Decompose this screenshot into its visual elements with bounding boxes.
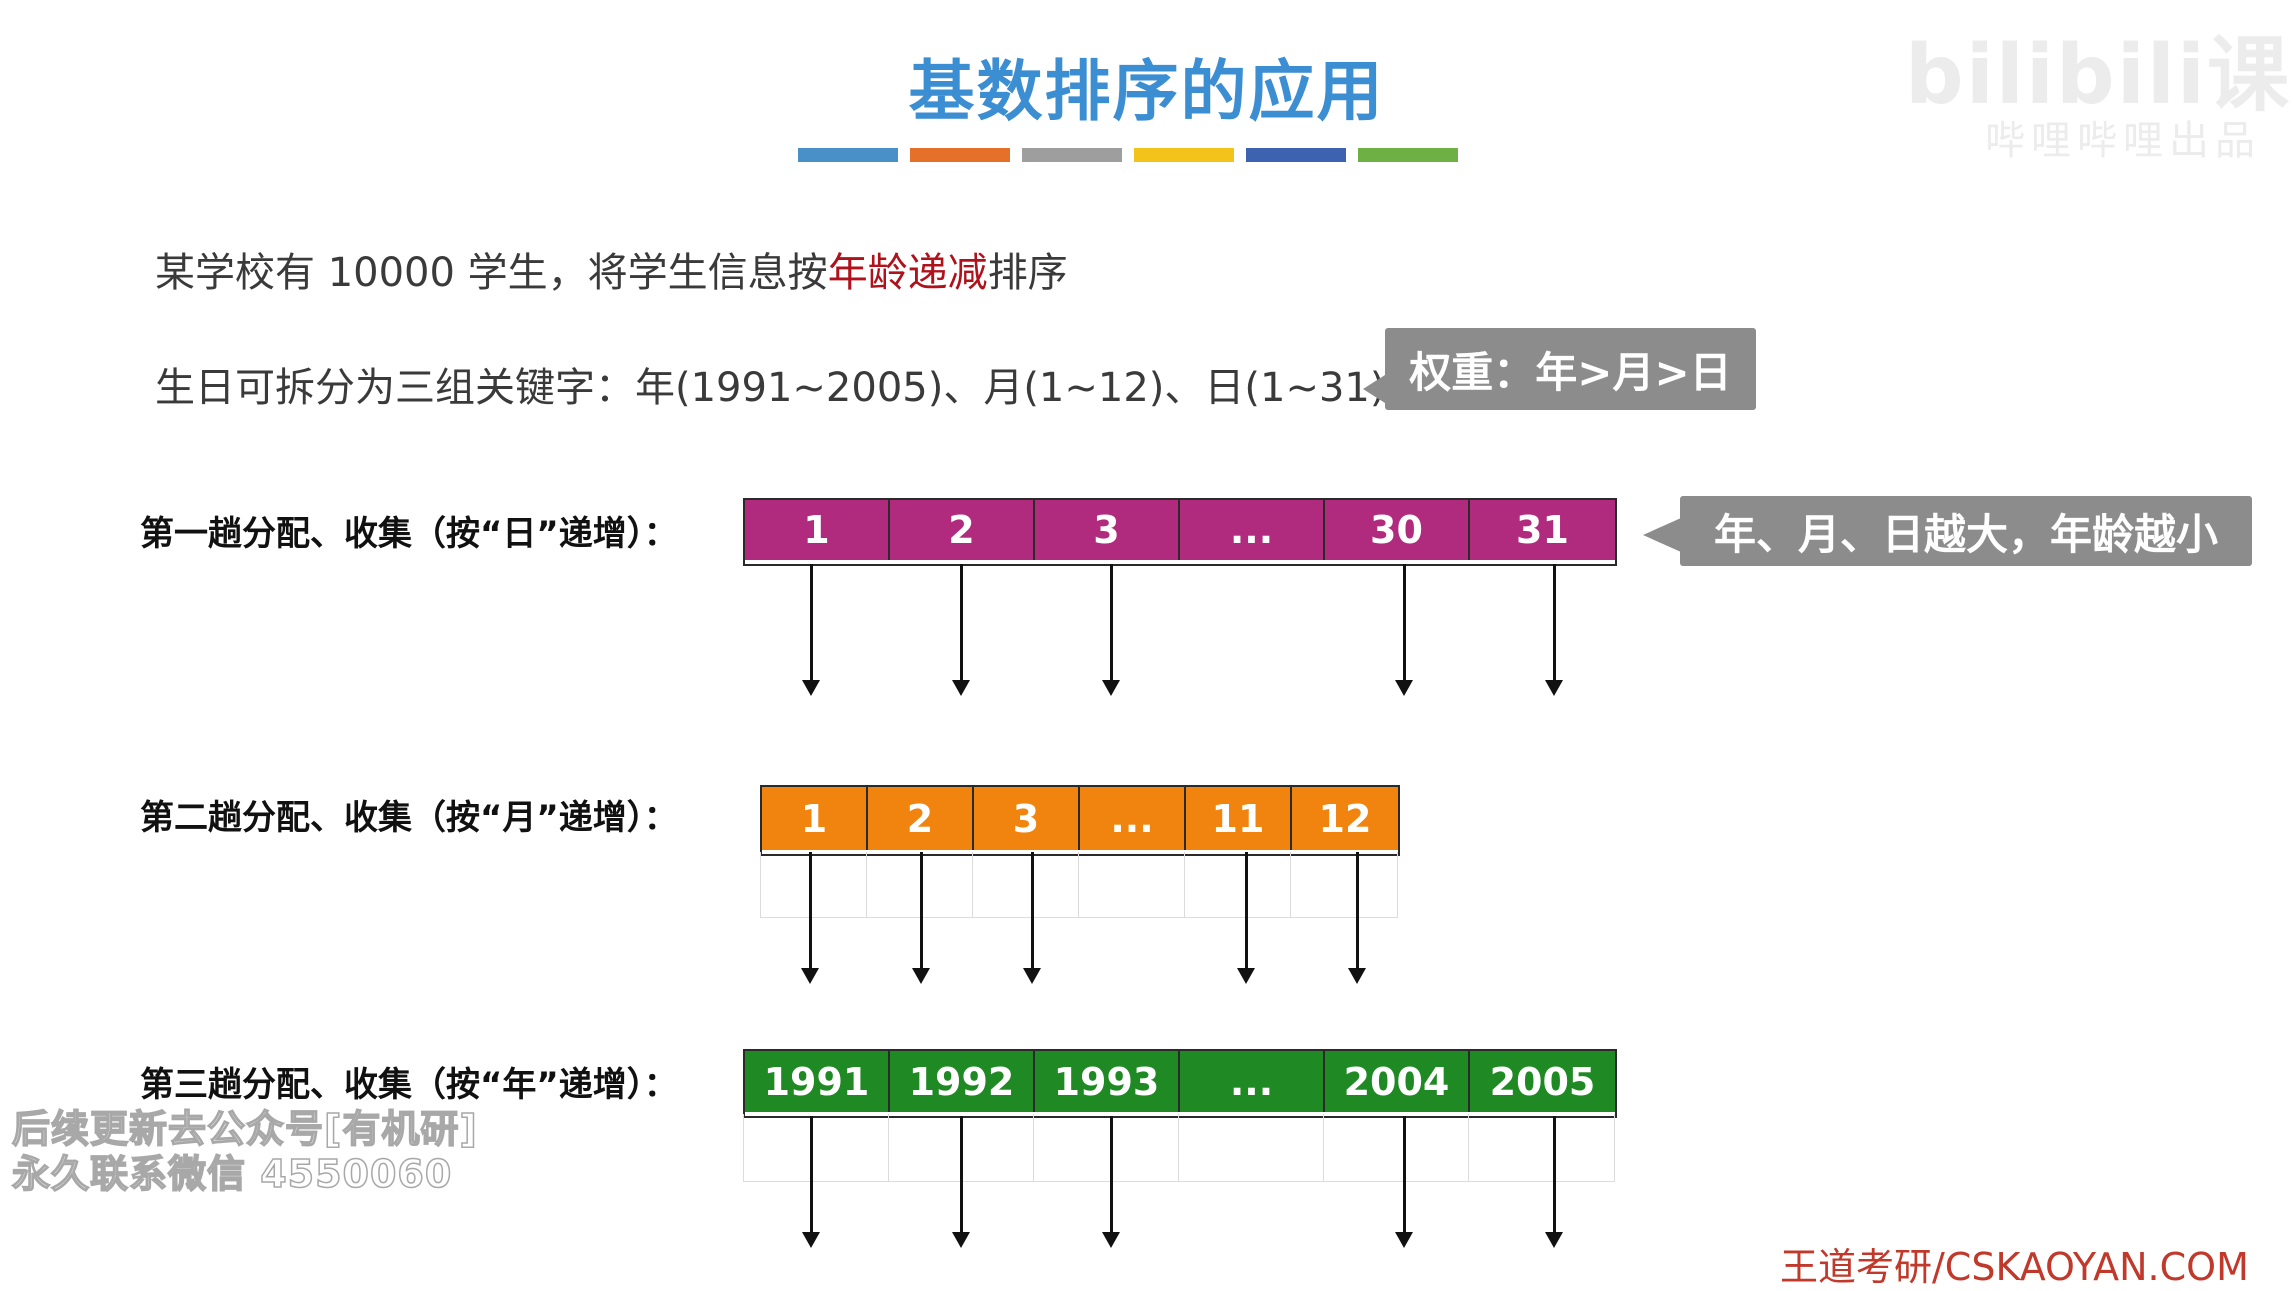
strip-segment [1358,148,1458,162]
down-arrow-icon [952,564,970,696]
pass-label: 第三趟分配、收集（按“年”递增）： [140,1065,678,1105]
title-color-strip [798,148,1458,162]
down-arrow-icon [1545,564,1563,696]
intro-highlight: 年龄递减 [827,250,988,296]
footer-brand: 王道考研/CSKAOYAN.COM [1780,1245,2249,1289]
bucket-cell: 2 [868,787,974,850]
strip-segment [1022,148,1122,162]
bucket-cell: 1991 [745,1051,890,1112]
strip-segment [1246,148,1346,162]
queue-slot [889,1114,1034,1181]
queue-slot [1034,1114,1179,1181]
intro-suffix: 排序 [987,250,1068,296]
down-arrow-icon [1237,852,1255,984]
queue-slot [744,1114,889,1181]
down-arrow-icon [1102,1116,1120,1248]
queue-slot [1079,852,1185,917]
queue-slot [1324,1114,1469,1181]
bucket-cell: 2 [890,500,1035,560]
bucket-cell: 3 [974,787,1080,850]
down-arrow-icon [912,852,930,984]
strip-segment [1134,148,1234,162]
pass-label: 第一趟分配、收集（按“日”递增）： [140,514,678,554]
bucket-cell: ... [1180,1051,1325,1112]
bucket-cell: 3 [1035,500,1180,560]
bucket-cell: 2004 [1325,1051,1470,1112]
bucket-cell: 31 [1470,500,1615,560]
watermark-logo: bilibili课堂 [1905,28,2293,123]
bucket-cell: 1993 [1035,1051,1180,1112]
queue-slot [761,852,867,917]
down-arrow-icon [1395,1116,1413,1248]
down-arrow-icon [802,564,820,696]
bucket-row-day: 1 2 3 ... 30 31 [743,498,1617,566]
down-arrow-icon [802,1116,820,1248]
bucket-cell: 1 [745,500,890,560]
watermark-text: 永久联系微信 4550060 [11,1151,453,1197]
bucket-cell: 12 [1292,787,1398,850]
down-arrow-icon [1348,852,1366,984]
intro-line-2: 生日可拆分为三组关键字：年(1991~2005)、月(1~12)、日(1~31) [155,365,1386,411]
callout-pointer [1363,375,1385,403]
queue-slot [867,852,973,917]
bucket-cell: 30 [1325,500,1470,560]
intro-prefix: 某学校有 10000 学生，将学生信息按 [155,250,828,296]
bucket-queue-grid [743,1114,1615,1182]
queue-slot [973,852,1079,917]
bucket-cell: 1 [762,787,868,850]
down-arrow-icon [1395,564,1413,696]
callout-pointer [1643,518,1681,552]
down-arrow-icon [952,1116,970,1248]
bucket-cell: ... [1080,787,1186,850]
bucket-queue-grid [760,852,1398,918]
down-arrow-icon [1102,564,1120,696]
down-arrow-icon [1023,852,1041,984]
bucket-cell: 2005 [1470,1051,1615,1112]
bucket-row-year: 1991 1992 1993 ... 2004 2005 [743,1049,1617,1118]
queue-slot [1291,852,1397,917]
queue-slot [1179,1114,1324,1181]
queue-slot [1469,1114,1614,1181]
age-note-callout: 年、月、日越大，年龄越小 [1680,496,2252,566]
intro-line-1: 某学校有 10000 学生，将学生信息按年龄递减排序 [155,240,1068,298]
down-arrow-icon [1545,1116,1563,1248]
strip-segment [910,148,1010,162]
pass-label: 第二趟分配、收集（按“月”递增）： [140,798,678,838]
down-arrow-icon [801,852,819,984]
bucket-row-month: 1 2 3 ... 11 12 [760,785,1400,856]
weight-callout: 权重：年>月>日 [1385,328,1756,410]
queue-slot [1185,852,1291,917]
page-title: 基数排序的应用 [908,53,1385,130]
bucket-cell: 1992 [890,1051,1035,1112]
bucket-cell: 11 [1186,787,1292,850]
watermark-text: 后续更新去公众号[有机研] [11,1106,478,1152]
bucket-cell: ... [1180,500,1325,560]
watermark-subtitle: 哔哩哔哩出品 [1985,118,2261,164]
strip-segment [798,148,898,162]
